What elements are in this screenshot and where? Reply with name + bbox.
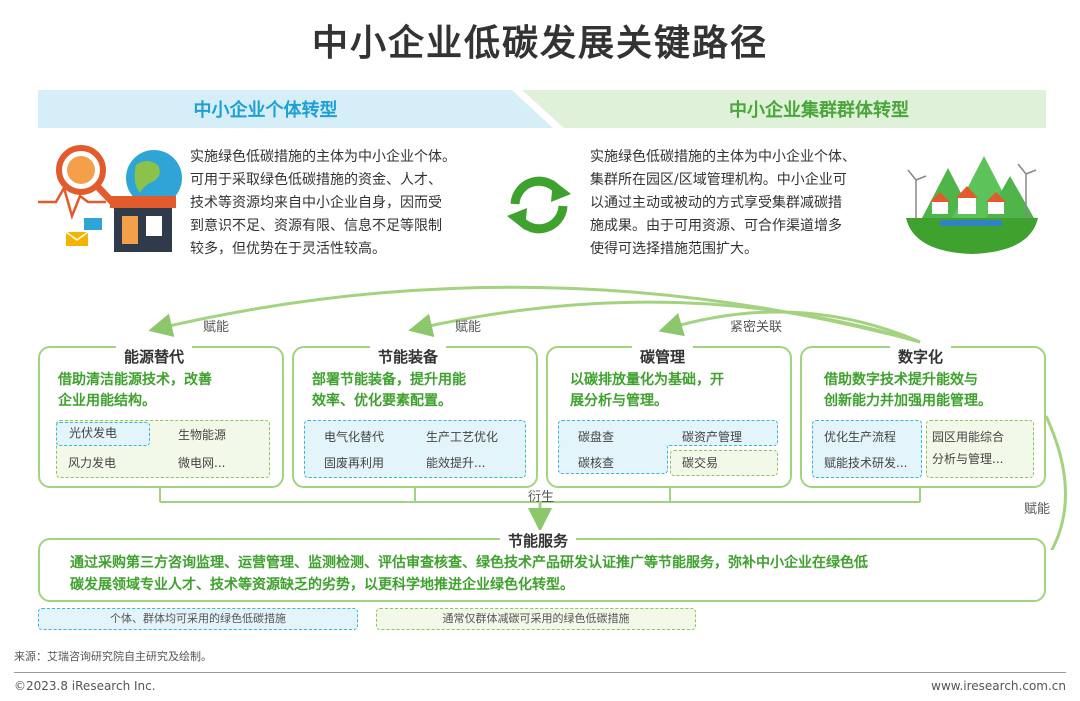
- website: www.iresearch.com.cn: [931, 679, 1066, 693]
- tag-group-bg: [926, 420, 1034, 478]
- industrial-park-icon: [906, 156, 1038, 254]
- cluster-description: 实施绿色低碳措施的主体为中小企业个体、 集群所在园区/区域管理机构。中小企业可 …: [590, 146, 910, 261]
- footer-divider: [14, 672, 1066, 673]
- tag-item: 生物能源: [178, 428, 227, 442]
- cluster-desc-line: 实施绿色低碳措施的主体为中小企业个体、: [590, 149, 856, 165]
- tag-group-bg: [670, 450, 778, 476]
- banner-individual: 中小企业个体转型: [38, 90, 553, 128]
- connector-arrows: [148, 285, 1067, 550]
- card-text-line: 效率、优化要素配置。: [312, 393, 452, 409]
- card-text: 通过采购第三方咨询监理、运营管理、监测检测、评估审查核查、绿色技术产品研发认证推…: [70, 552, 868, 596]
- derive-label: 衍生: [528, 490, 555, 505]
- tag-item: 优化生产流程: [824, 430, 897, 444]
- copyright: ©2023.8 iResearch Inc.: [14, 679, 156, 693]
- transform-cycle-icon: [507, 176, 571, 234]
- tag-item: 碳核查: [578, 456, 615, 470]
- tag-item: 生产工艺优化: [426, 430, 499, 444]
- individual-desc-line: 实施绿色低碳措施的主体为中小企业个体。: [190, 149, 456, 165]
- tag-group-bg: [812, 420, 922, 478]
- legend-blue: 个体、群体均可采用的绿色低碳措施: [38, 608, 358, 630]
- individual-enterprise-icon: [38, 145, 182, 252]
- card-text-line: 创新能力并加强用能管理。: [824, 393, 992, 409]
- card-text-line: 碳发展领域专业人才、技术等资源缺乏的劣势，以更科学地推进企业绿色化转型。: [70, 577, 574, 593]
- energy-saving-equipment-card: 节能装备 部署节能装备，提升用能 效率、优化要素配置。 电气化替代 生产工艺优化…: [292, 346, 538, 488]
- digitalization-card: 数字化 借助数字技术提升能效与 创新能力并加强用能管理。 优化生产流程 园区用能…: [800, 346, 1046, 488]
- card-text: 借助数字技术提升能效与 创新能力并加强用能管理。: [824, 370, 992, 412]
- tag-group-bg: [304, 420, 526, 478]
- empower-label: 赋能: [203, 320, 230, 335]
- tag-item: 碳资产管理: [682, 430, 743, 444]
- tag-item: 能效提升...: [426, 456, 486, 470]
- tag-item: 分析与管理...: [932, 452, 1004, 466]
- individual-desc-line: 可用于采取绿色低碳措施的资金、人才、: [190, 172, 442, 188]
- card-text-line: 部署节能装备，提升用能: [312, 372, 466, 388]
- card-text-line: 通过采购第三方咨询监理、运营管理、监测检测、评估审查核查、绿色技术产品研发认证推…: [70, 555, 868, 571]
- tag-group-bg: [558, 420, 778, 446]
- card-title: 节能服务: [500, 530, 577, 551]
- card-title: 碳管理: [632, 346, 694, 367]
- energy-substitution-card: 能源替代 借助清洁能源技术，改善 企业用能结构。 光伏发电 生物能源 风力发电 …: [38, 346, 284, 488]
- source-note: 来源：艾瑞咨询研究院自主研究及绘制。: [14, 650, 212, 663]
- individual-desc-line: 技术等资源均来自中小企业自身，因而受: [190, 195, 442, 211]
- tag-item: 微电网...: [178, 456, 226, 470]
- card-title: 节能装备: [370, 346, 447, 367]
- card-text: 部署节能装备，提升用能 效率、优化要素配置。: [312, 370, 466, 412]
- tag-group-bg: [558, 444, 668, 474]
- banner-cluster: 中小企业集群群体转型: [522, 90, 1046, 128]
- empower-label: 赋能: [455, 320, 482, 335]
- individual-description: 实施绿色低碳措施的主体为中小企业个体。 可用于采取绿色低碳措施的资金、人才、 技…: [190, 146, 520, 261]
- tag-item: 赋能技术研发...: [824, 456, 908, 470]
- carbon-management-card: 碳管理 以碳排放量化为基础，开 展分析与管理。 碳盘查 碳资产管理 碳核查 碳交…: [546, 346, 792, 488]
- individual-desc-line: 到意识不足、资源有限、信息不足等限制: [190, 218, 442, 234]
- tag-item: 电气化替代: [324, 430, 385, 444]
- cluster-desc-line: 使得可选择措施范围扩大。: [590, 241, 758, 257]
- cluster-desc-line: 集群所在园区/区域管理机构。中小企业可: [590, 172, 847, 188]
- tag-item: 固废再利用: [324, 456, 385, 470]
- page-title: 中小企业低碳发展关键路径: [311, 23, 768, 64]
- cluster-desc-line: 以通过主动或被动的方式享受集群减碳措: [590, 195, 842, 211]
- card-text-line: 以碳排放量化为基础，开: [570, 372, 724, 388]
- empower-right-label: 赋能: [1024, 502, 1051, 517]
- legend-green: 通常仅群体减碳可采用的绿色低碳措施: [376, 608, 696, 630]
- card-text-line: 企业用能结构。: [58, 393, 156, 409]
- tag-item: 碳盘查: [578, 430, 615, 444]
- energy-service-card: 节能服务 通过采购第三方咨询监理、运营管理、监测检测、评估审查核查、绿色技术产品…: [38, 530, 1046, 602]
- card-text-line: 借助数字技术提升能效与: [824, 372, 978, 388]
- tag-item: 园区用能综合: [932, 430, 1005, 444]
- tag-item: 碳交易: [682, 456, 719, 470]
- card-text-line: 展分析与管理。: [570, 393, 668, 409]
- tag-item: 风力发电: [68, 456, 117, 470]
- close-link-label: 紧密关联: [730, 320, 783, 335]
- card-title: 数字化: [890, 346, 952, 367]
- card-title: 能源替代: [116, 346, 193, 367]
- card-text: 借助清洁能源技术，改善 企业用能结构。: [58, 370, 212, 412]
- tag-item: 光伏发电: [56, 422, 150, 446]
- cluster-desc-line: 施成果。由于可用资源、可合作渠道增多: [590, 218, 842, 234]
- card-text: 以碳排放量化为基础，开 展分析与管理。: [570, 370, 724, 412]
- individual-desc-line: 较多，但优势在于灵活性较高。: [190, 241, 386, 257]
- card-text-line: 借助清洁能源技术，改善: [58, 372, 212, 388]
